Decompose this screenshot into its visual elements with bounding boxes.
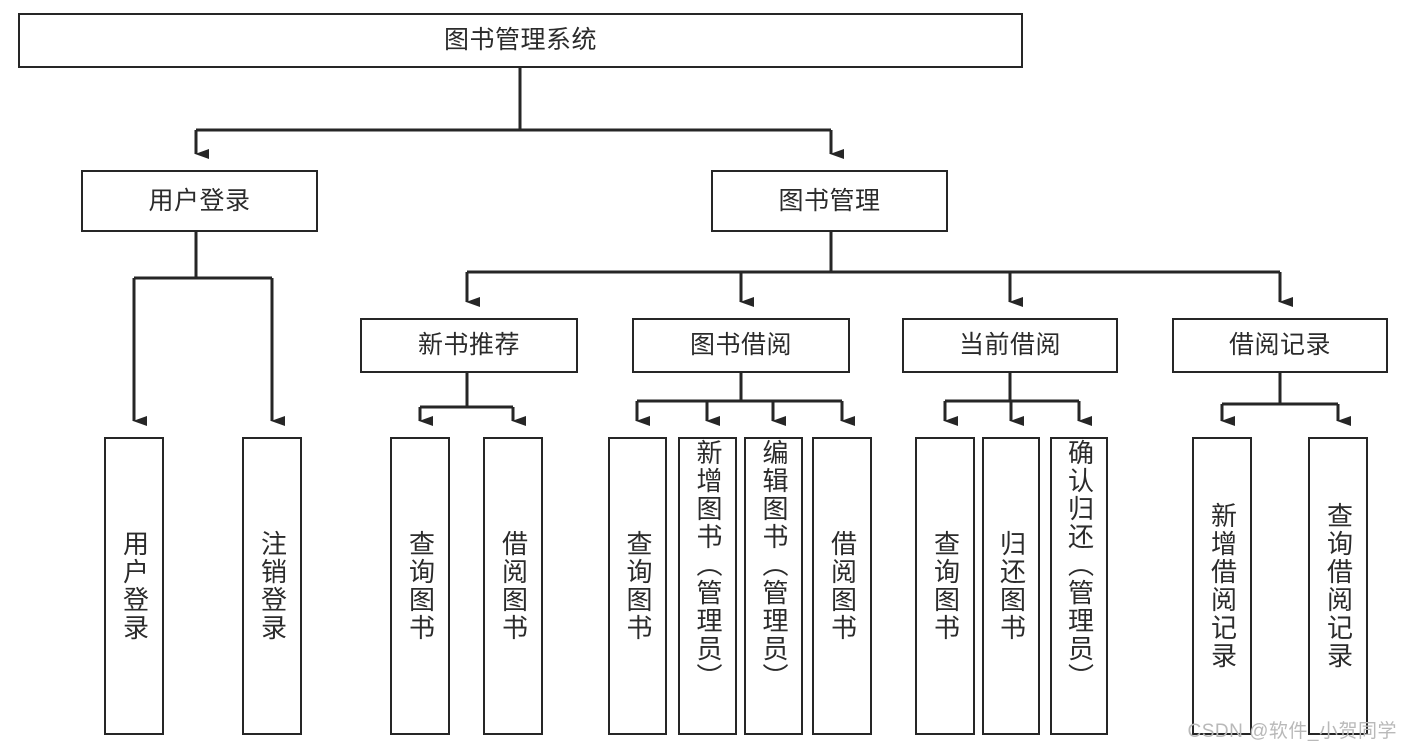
node-leaf-query-book-2[interactable]: 查询图书	[608, 437, 667, 735]
node-leaf-return-book[interactable]: 归还图书	[982, 437, 1040, 735]
node-leaf-confirm-return[interactable]: 确认归还（管理员）	[1050, 437, 1108, 735]
node-leaf-query-book-1-label: 查询图书	[405, 530, 436, 642]
node-leaf-add-record-label: 新增借阅记录	[1207, 502, 1238, 670]
node-leaf-borrow-book-2-label: 借阅图书	[827, 530, 858, 642]
node-book-borrow-label: 图书借阅	[689, 331, 792, 359]
node-new-book-rec[interactable]: 新书推荐	[360, 318, 578, 373]
node-leaf-user-login-label: 用户登录	[119, 530, 150, 642]
node-leaf-borrow-book-1-label: 借阅图书	[498, 530, 529, 642]
node-borrow-record[interactable]: 借阅记录	[1172, 318, 1388, 373]
node-leaf-borrow-book-2[interactable]: 借阅图书	[812, 437, 872, 735]
node-leaf-add-record[interactable]: 新增借阅记录	[1192, 437, 1252, 735]
node-leaf-edit-book-label: 编辑图书（管理员）	[759, 439, 790, 691]
node-leaf-edit-book[interactable]: 编辑图书（管理员）	[744, 437, 803, 735]
csdn-watermark: CSDN @软件_小贺同学	[1187, 721, 1397, 742]
node-leaf-borrow-book-1[interactable]: 借阅图书	[483, 437, 543, 735]
node-book-borrow[interactable]: 图书借阅	[632, 318, 850, 373]
node-leaf-query-book-2-label: 查询图书	[623, 530, 654, 642]
node-book-manage-label: 图书管理	[778, 186, 881, 215]
node-leaf-query-book-1[interactable]: 查询图书	[390, 437, 450, 735]
node-leaf-add-book-label: 新增图书（管理员）	[693, 439, 724, 691]
node-leaf-user-login[interactable]: 用户登录	[104, 437, 164, 735]
node-leaf-query-book-3[interactable]: 查询图书	[915, 437, 975, 735]
node-book-manage[interactable]: 图书管理	[711, 170, 948, 232]
node-leaf-query-book-3-label: 查询图书	[930, 530, 961, 642]
node-user-login-label: 用户登录	[148, 186, 251, 215]
node-leaf-query-record-label: 查询借阅记录	[1323, 502, 1354, 670]
node-current-borrow[interactable]: 当前借阅	[902, 318, 1118, 373]
node-user-login[interactable]: 用户登录	[81, 170, 318, 232]
node-leaf-add-book[interactable]: 新增图书（管理员）	[678, 437, 737, 735]
node-root-label: 图书管理系统	[443, 26, 597, 54]
node-root[interactable]: 图书管理系统	[18, 13, 1023, 68]
node-leaf-user-logout-label: 注销登录	[257, 530, 288, 642]
node-borrow-record-label: 借阅记录	[1228, 331, 1331, 359]
node-leaf-user-logout[interactable]: 注销登录	[242, 437, 302, 735]
node-new-book-rec-label: 新书推荐	[417, 331, 520, 359]
node-leaf-query-record[interactable]: 查询借阅记录	[1308, 437, 1368, 735]
node-leaf-confirm-return-label: 确认归还（管理员）	[1064, 439, 1095, 691]
node-current-borrow-label: 当前借阅	[958, 331, 1061, 359]
node-leaf-return-book-label: 归还图书	[996, 530, 1027, 642]
